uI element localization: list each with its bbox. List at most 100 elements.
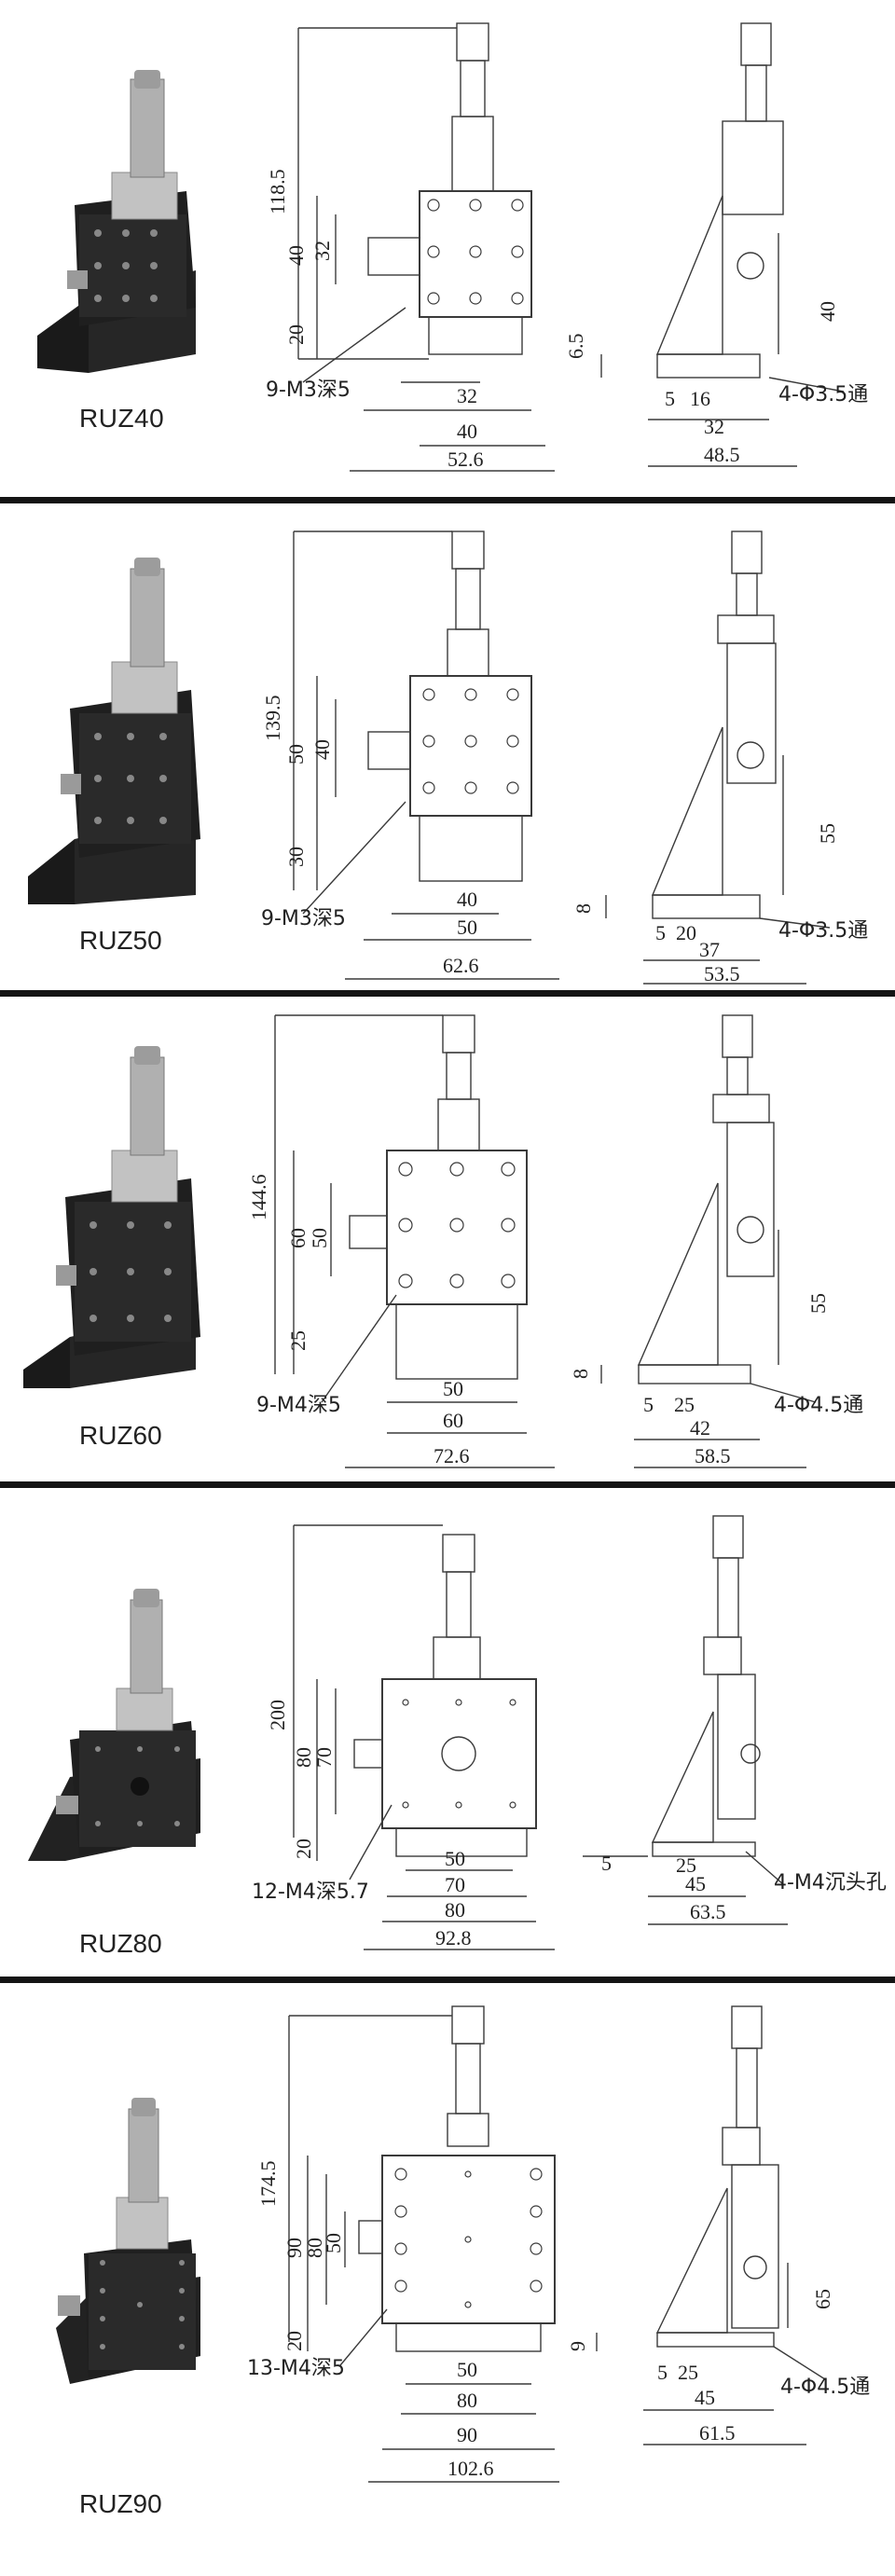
dim-foot-total: 61.5 [699,2421,736,2445]
side-view-ruz50: 8 55 5 20 37 53.5 4-Φ3.5通 [571,530,868,985]
model-label: RUZ60 [79,1421,162,1450]
dim-foot-total: 58.5 [695,1444,731,1467]
dim-foot-c: 42 [690,1416,710,1440]
model-label: RUZ80 [79,1929,162,1958]
dim-foot-total: 63.5 [690,1900,726,1923]
dim-foot-a: 5 [601,1852,612,1875]
dim-table: 50 [284,744,308,765]
dim-hole-pitch-h: 50 [445,1847,465,1870]
dim-foot-b: 25 [678,2361,698,2384]
dim-foot-c: 45 [695,2386,715,2409]
divider [0,1481,895,1488]
dim-bottom-h: 20 [284,324,308,345]
dim-screws: 9-M4深5 [256,1394,341,1417]
dim-overall: 102.6 [448,2457,494,2480]
dim-front-height: 118.5 [266,169,289,214]
dim-table: 80 [292,1747,315,1768]
dim-table: 40 [284,245,308,266]
model-label: RUZ90 [79,2489,162,2518]
dim-side-h: 65 [811,2289,834,2309]
dim-side-t: 8 [569,1369,592,1379]
side-view-ruz60: 8 55 5 25 42 58.5 4-Φ4.5通 [569,1014,863,1468]
dim-foot-a: 5 [655,921,666,944]
product-photo-ruz90: RUZ90 [56,2098,200,2518]
front-view-ruz90: 174.5 90 80 50 20 13-M4深5 50 80 90 102.6 [247,2005,559,2483]
dim-side-t: 6.5 [564,334,587,360]
dim-screws: 9-M3深5 [261,907,346,930]
dim-side-t: 9 [566,2341,589,2351]
dim-foot-total: 53.5 [704,962,740,985]
dim-hole-pitch-v: 80 [303,2238,326,2258]
dim-hole-pitch-v: 50 [308,1228,331,1248]
dim-screws: 13-M4深5 [247,2357,345,2380]
dim-hole-pitch-h: 50 [457,2358,477,2381]
front-view-ruz60: 144.6 60 50 25 9-M4深5 50 60 72.6 [247,1014,555,1468]
dim-foot-total: 48.5 [704,443,740,466]
section-ruz50: RUZ50 139.5 50 40 30 9-M3深5 40 50 6 [0,503,895,990]
section-ruz60: RUZ60 144.6 60 50 25 9-M4深5 50 60 7 [0,997,895,1481]
model-label: RUZ50 [79,926,162,955]
section-ruz80: RUZ80 200 80 70 20 12-M4深5.7 50 70 [0,1488,895,1977]
divider [0,497,895,503]
dim-front-height: 200 [266,1700,289,1730]
dim-mount-holes: 4-Φ4.5通 [774,1394,863,1417]
dim-foot-b: 20 [676,921,696,944]
dim-mount-holes: 4-Φ3.5通 [778,383,868,406]
dim-foot-a: 5 [657,2361,668,2384]
product-photo-ruz60: RUZ60 [23,1046,200,1450]
side-view-ruz90: 9 65 5 25 45 61.5 4-Φ4.5通 [566,2005,870,2445]
dim-side-h: 55 [806,1293,830,1314]
dim-hole-pitch-h2: 70 [445,1873,465,1896]
product-photo-ruz50: RUZ50 [28,558,200,955]
dim-bottom-h: 20 [292,1839,315,1859]
dim-side-t: 8 [571,903,595,914]
dim-foot-c: 32 [704,415,724,438]
dim-width: 90 [457,2423,477,2446]
front-view-ruz50: 139.5 50 40 30 9-M3深5 40 50 62.6 [261,530,559,980]
dim-foot-c: 37 [699,938,720,961]
dim-mount-holes: 4-M4沉头孔 [774,1871,887,1894]
front-view-ruz40: 118.5 40 32 20 9-M3深5 32 40 52.6 [266,22,555,472]
dim-hole-pitch-h: 32 [457,384,477,407]
dim-foot-c: 45 [685,1872,706,1895]
dim-hole-pitch-h2: 80 [457,2389,477,2412]
dim-hole-pitch-v2: 50 [322,2233,345,2253]
section-ruz90: RUZ90 174.5 90 80 50 20 13-M4深5 [0,1983,895,2576]
dim-table: 60 [286,1228,310,1248]
dim-bottom-h: 30 [284,847,308,867]
product-photo-ruz80: RUZ80 [28,1589,200,1958]
dim-overall: 52.6 [448,448,484,471]
dim-overall: 72.6 [434,1444,470,1467]
dim-foot-a: 5 [665,387,675,410]
divider [0,1977,895,1983]
front-view-ruz80: 200 80 70 20 12-M4深5.7 50 70 80 92.8 [252,1524,555,1950]
dim-bottom-h: 25 [286,1330,310,1351]
dim-foot-a: 5 [643,1393,654,1416]
section-ruz40: RUZ40 118.5 40 32 20 9-M3深5 [0,0,895,497]
dim-side-h: 55 [816,823,839,844]
dim-hole-pitch-h: 40 [457,888,477,911]
dim-overall: 62.6 [443,954,479,977]
dim-front-height: 174.5 [256,2161,280,2208]
dim-table: 90 [282,2238,306,2258]
dim-side-h: 40 [816,301,839,322]
dim-front-height: 139.5 [261,696,284,742]
side-view-ruz40: 6.5 40 5 16 32 48.5 4-Φ3.5通 [564,22,868,467]
dim-screws: 12-M4深5.7 [252,1880,369,1904]
side-view-ruz80: 5 25 45 63.5 4-M4沉头孔 [583,1515,887,1925]
dim-bottom-h: 20 [282,2331,306,2351]
dim-foot-b: 25 [676,1853,696,1877]
dim-width: 50 [457,916,477,939]
dim-width: 60 [443,1409,463,1432]
dim-screws: 9-M3深5 [266,379,351,402]
model-label: RUZ40 [79,404,164,433]
dim-hole-pitch-v: 32 [310,241,334,261]
dim-hole-pitch-v: 40 [310,739,334,760]
dim-overall: 92.8 [435,1926,472,1949]
dim-hole-pitch-v: 70 [312,1747,336,1768]
dim-front-height: 144.6 [247,1175,270,1221]
dim-width: 40 [457,420,477,443]
dim-mount-holes: 4-Φ4.5通 [780,2376,870,2399]
divider [0,990,895,997]
product-photo-ruz40: RUZ40 [37,70,196,433]
